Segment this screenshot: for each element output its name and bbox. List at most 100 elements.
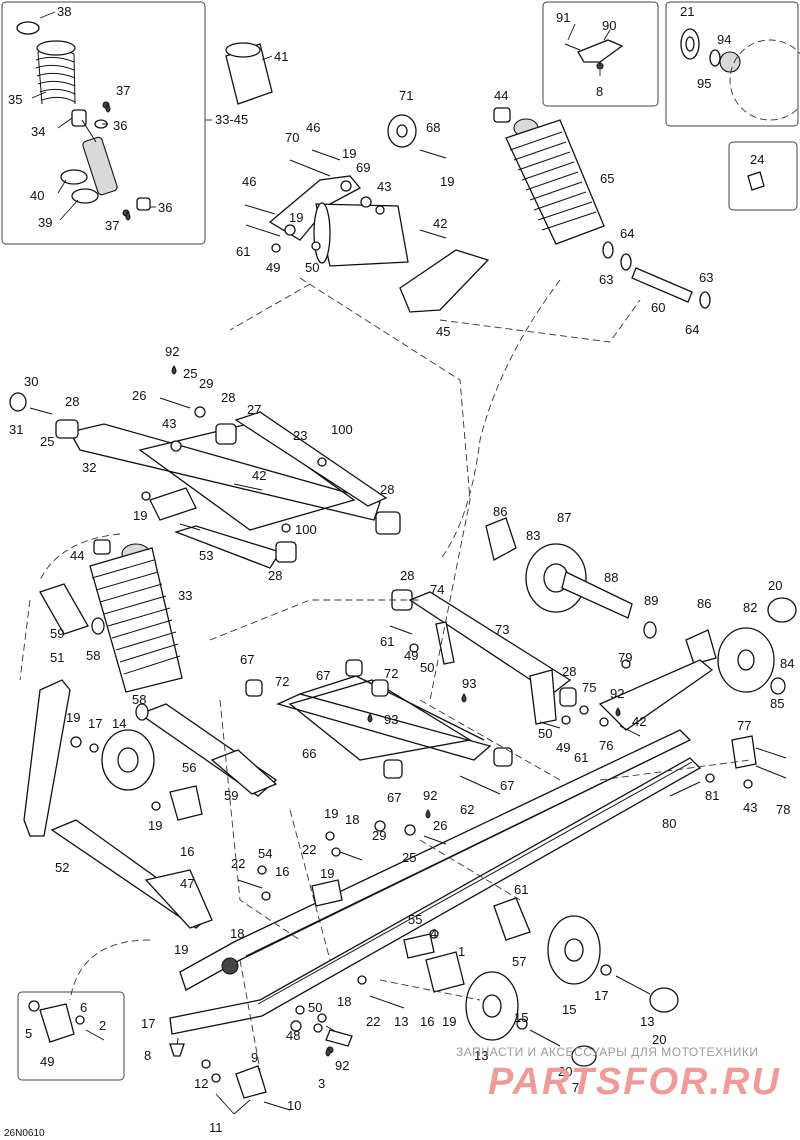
callout-29: 29: [372, 828, 386, 843]
callout-42: 42: [433, 216, 447, 231]
callout-85: 85: [770, 696, 784, 711]
callout-52: 52: [55, 860, 69, 875]
callout-51: 51: [50, 650, 64, 665]
lubrication-drop-icon: [461, 693, 467, 703]
callout-77: 77: [737, 718, 751, 733]
callout-84: 84: [780, 656, 794, 671]
callout-100: 100: [331, 422, 353, 437]
callout-65: 65: [600, 171, 614, 186]
lubrication-drop-icon: [171, 365, 177, 375]
callout-86: 86: [697, 596, 711, 611]
callout-19: 19: [66, 710, 80, 725]
callout-43: 43: [743, 800, 757, 815]
callout-24: 24: [750, 152, 764, 167]
callout-44: 44: [494, 88, 508, 103]
callout-57: 4: [430, 926, 437, 941]
callout-92: 3: [318, 1076, 325, 1091]
lower-hardware: [201, 1020, 353, 1115]
callout-33-45: 33-45: [215, 112, 248, 127]
callout-37: 37: [116, 83, 130, 98]
callout-44: 44: [70, 548, 84, 563]
callout-63: 63: [699, 270, 713, 285]
callout-28: 28: [400, 568, 414, 583]
callout-13: 13: [394, 1014, 408, 1029]
callout-32: 32: [82, 460, 96, 475]
lubrication-drop-icon: [425, 809, 431, 819]
callout-19: 19: [133, 508, 147, 523]
callout-73: 73: [495, 622, 509, 637]
callout-16: 16: [420, 1014, 434, 1029]
callout-8: 8: [596, 84, 603, 99]
lubrication-drop-icon: [615, 707, 621, 717]
callout-67: 67: [387, 790, 401, 805]
callout-34: 34: [31, 124, 45, 139]
assembly-relation-lines: [19, 277, 751, 1071]
rear-bracket-77: [669, 735, 787, 797]
callout-92: 92: [610, 686, 624, 701]
front-arm-assembly: [9, 392, 401, 569]
callout-16: 61: [514, 882, 528, 897]
callout-17: 15: [514, 1010, 528, 1025]
callout-19: 19: [324, 806, 338, 821]
callout-61: 55: [408, 912, 422, 927]
callout-18: 18: [345, 812, 359, 827]
callout-42: 42: [252, 468, 266, 483]
callout-26: 26: [132, 388, 146, 403]
callout-19: 19: [440, 174, 454, 189]
shock-absorber-65: [493, 107, 711, 309]
callout-5: 49: [40, 1054, 54, 1069]
sleeve-41: [225, 42, 273, 105]
callout-74: 74: [430, 582, 444, 597]
callout-43: 43: [377, 179, 391, 194]
rear-arm-assembly: [245, 589, 641, 795]
callout-100: 100: [295, 522, 317, 537]
callout-49: 49: [404, 648, 418, 663]
callout-92: 92: [165, 344, 179, 359]
callout-22: 22: [302, 842, 316, 857]
rear-axle-assembly: [485, 517, 797, 731]
lubrication-drop-icon: [325, 1047, 331, 1057]
callout-54: 19: [320, 866, 334, 881]
callout-1: 18: [230, 926, 244, 941]
callout-13: 20: [558, 1064, 572, 1079]
callout-16: 16: [180, 844, 194, 859]
callout-71: 71: [399, 88, 413, 103]
callout-75: 75: [582, 680, 596, 695]
callout-88: 88: [604, 570, 618, 585]
slide-rails: [169, 729, 702, 1057]
callout-37: 37: [105, 218, 119, 233]
callout-53: 53: [199, 548, 213, 563]
callout-45: 45: [436, 324, 450, 339]
callout-42: 42: [632, 714, 646, 729]
callout-49: 49: [266, 260, 280, 275]
callout-56: 56: [182, 760, 196, 775]
callout-50: 50: [538, 726, 552, 741]
callout-93: 93: [384, 712, 398, 727]
callout-67: 67: [500, 778, 514, 793]
callout-86: 86: [493, 504, 507, 519]
callout-19: 19: [342, 146, 356, 161]
watermark-brand: PARTSFOR.RU: [488, 1061, 781, 1103]
callout-18: 16: [275, 864, 289, 879]
lubrication-drop-icon: [105, 103, 111, 113]
callout-10: 10: [287, 1098, 301, 1113]
callout-11: 11: [209, 1120, 223, 1135]
callout-64: 64: [685, 322, 699, 337]
reflector-inset: [665, 1, 800, 127]
callout-35: 35: [8, 92, 22, 107]
callout-61: 61: [574, 750, 588, 765]
callout-14: 14: [112, 716, 126, 731]
callout-92: 92: [423, 788, 437, 803]
middle-hardware: [237, 820, 465, 1041]
callout-29: 29: [199, 376, 213, 391]
callout-64: 64: [620, 226, 634, 241]
callout-49: 49: [556, 740, 570, 755]
shock-assembly-inset: 38 35 37 34 36 40 39 37 36: [1, 1, 212, 245]
callout-28: 28: [65, 394, 79, 409]
callout-2: 17: [141, 1016, 155, 1031]
callout-20: 7: [572, 1080, 579, 1095]
callout-95: 95: [697, 76, 711, 91]
callout-6: 2: [99, 1018, 106, 1033]
callout-19: 19: [442, 1014, 456, 1029]
